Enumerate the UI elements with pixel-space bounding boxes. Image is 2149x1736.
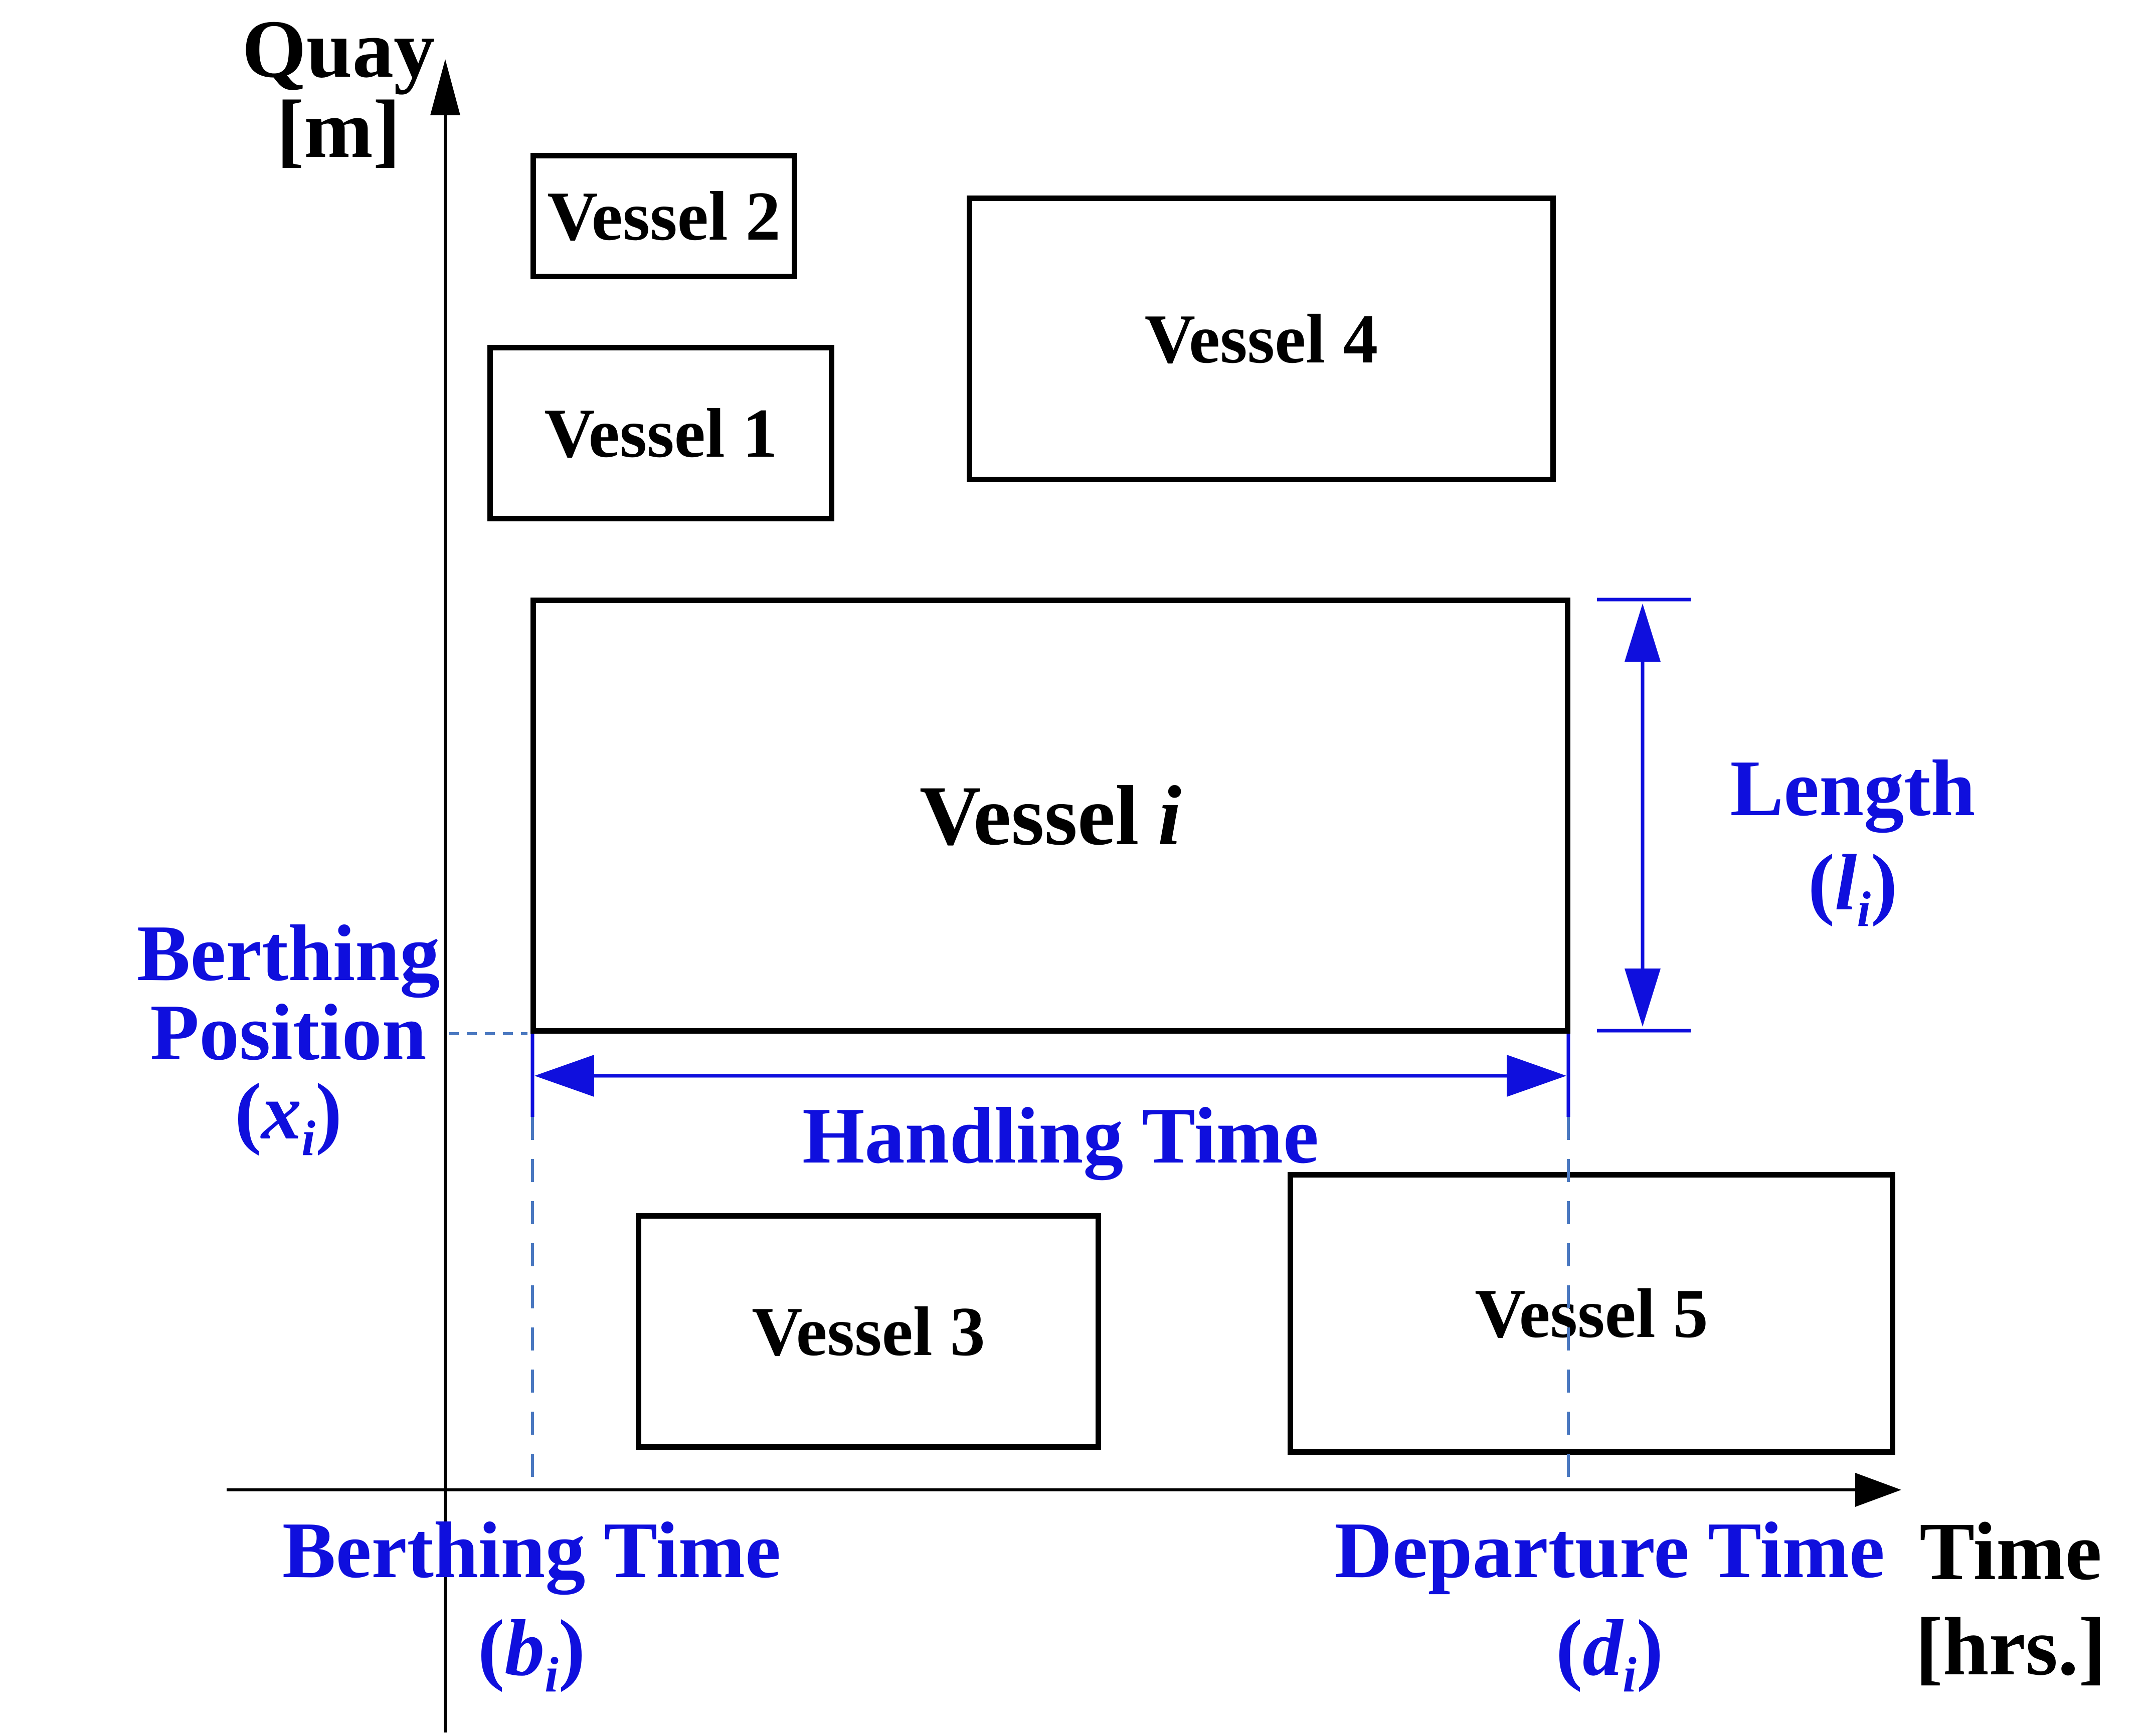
vessel-3-label: Vessel 3 <box>752 1292 985 1371</box>
departure-time-line1: Departure Time <box>1334 1505 1885 1595</box>
berthing-time-label: Berthing Time (bi) <box>266 1501 797 1702</box>
vessel-4-box: Vessel 4 <box>967 196 1556 482</box>
berthing-position-line2: Position <box>150 988 427 1077</box>
handling-time-right-arrowhead-icon <box>1507 1055 1566 1097</box>
berthing-position-line1: Berthing <box>136 908 440 998</box>
berthing-position-label: Berthing Position (xi) <box>83 908 494 1166</box>
vessel-1-label: Vessel 1 <box>544 394 778 472</box>
length-down-arrowhead-icon <box>1625 969 1661 1027</box>
vessel-5-label: Vessel 5 <box>1475 1274 1708 1353</box>
length-up-arrowhead-icon <box>1625 604 1661 662</box>
length-symbol: (li) <box>1808 838 1898 937</box>
vessel-1-box: Vessel 1 <box>487 345 834 521</box>
berthing-position-symbol: (xi) <box>234 1067 342 1166</box>
vessel-4-label: Vessel 4 <box>1144 300 1378 378</box>
handling-time-label: Handling Time <box>802 1091 1319 1180</box>
vessel-2-box: Vessel 2 <box>530 153 797 279</box>
vessel-2-label: Vessel 2 <box>547 177 781 255</box>
departure-time-symbol: (di) <box>1555 1603 1664 1702</box>
berthing-time-symbol: (bi) <box>477 1603 586 1702</box>
departure-time-label: Departure Time (di) <box>1334 1501 1885 1702</box>
x-axis-title-line1: Time <box>1919 1505 2102 1597</box>
berthing-time-line1: Berthing Time <box>282 1505 781 1595</box>
handling-time-left-arrowhead-icon <box>534 1055 594 1097</box>
length-label: Length (li) <box>1702 741 2003 937</box>
y-axis-title: Quay [m] <box>211 3 466 175</box>
vessel-3-box: Vessel 3 <box>636 1213 1101 1450</box>
x-axis-title: Time [hrs.] <box>1880 1504 2141 1694</box>
length-label-line1: Length <box>1730 743 1976 833</box>
y-axis-title-line2: [m] <box>276 83 401 175</box>
y-axis-title-line1: Quay <box>242 3 435 95</box>
vessel-5-box: Vessel 5 <box>1288 1172 1895 1455</box>
x-axis-title-line2: [hrs.] <box>1915 1601 2106 1692</box>
